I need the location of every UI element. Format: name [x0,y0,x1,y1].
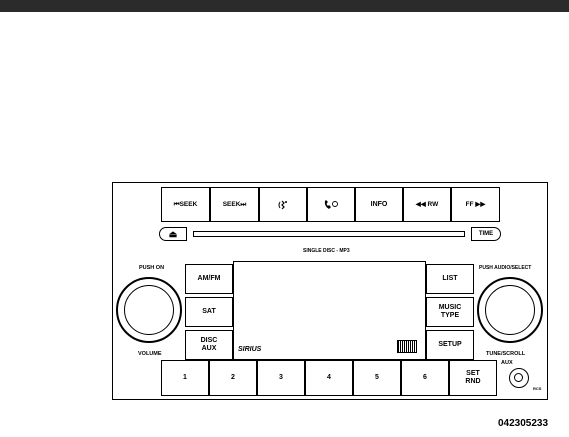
volume-label: VOLUME [138,351,162,357]
voice-icon [276,199,290,211]
preset-1-button[interactable]: 1 [161,360,209,396]
slot-label: SINGLE DISC - MP3 [303,248,350,254]
push-audio-select-label: PUSH AUDIO/SELECT [479,265,531,271]
seek-forward-button[interactable]: SEEK⏭ [210,187,259,222]
fast-forward-button[interactable]: FF ▶▶ [451,187,500,222]
am-fm-button[interactable]: AM/FM [185,264,233,294]
preset-2-button[interactable]: 2 [209,360,257,396]
volume-knob[interactable] [116,277,182,343]
aux-label: AUX [501,360,513,366]
display-screen: SIRIUS [233,261,426,360]
tune-scroll-label: TUNE/SCROLL [486,351,525,357]
eject-icon: ⏏ [169,230,178,238]
list-button[interactable]: LIST [426,264,474,294]
music-type-button[interactable]: MUSIC TYPE [426,297,474,327]
disc-aux-button[interactable]: DISC AUX [185,330,233,360]
preset-4-button[interactable]: 4 [305,360,353,396]
time-button[interactable]: TIME [471,227,501,241]
aux-jack[interactable] [509,368,529,388]
rcs-label: RCS [533,386,541,391]
setup-button[interactable]: SETUP [426,330,474,360]
cd-slot[interactable] [193,231,465,237]
preset-3-button[interactable]: 3 [257,360,305,396]
preset-5-button[interactable]: 5 [353,360,401,396]
seek-back-button[interactable]: ⏮SEEK [161,187,210,222]
preset-6-button[interactable]: 6 [401,360,449,396]
sirius-logo: SIRIUS [238,346,261,353]
info-button[interactable]: INFO [355,187,403,222]
phone-button[interactable] [307,187,355,222]
set-rnd-button[interactable]: SET RND [449,360,497,396]
radio-faceplate: ⏮SEEK SEEK⏭ INFO ◀◀ RW FF ▶▶ ⏏ TIME SING… [112,182,548,400]
sat-button[interactable]: SAT [185,297,233,327]
tune-scroll-knob[interactable] [477,277,543,343]
voice-command-button[interactable] [259,187,307,222]
figure-id: 042305233 [498,418,548,429]
disc-logo-icon [397,340,417,353]
rewind-button[interactable]: ◀◀ RW [403,187,451,222]
phone-icon [323,199,339,211]
eject-button[interactable]: ⏏ [159,227,187,241]
top-banner [0,0,569,12]
push-on-label: PUSH ON [139,265,164,271]
